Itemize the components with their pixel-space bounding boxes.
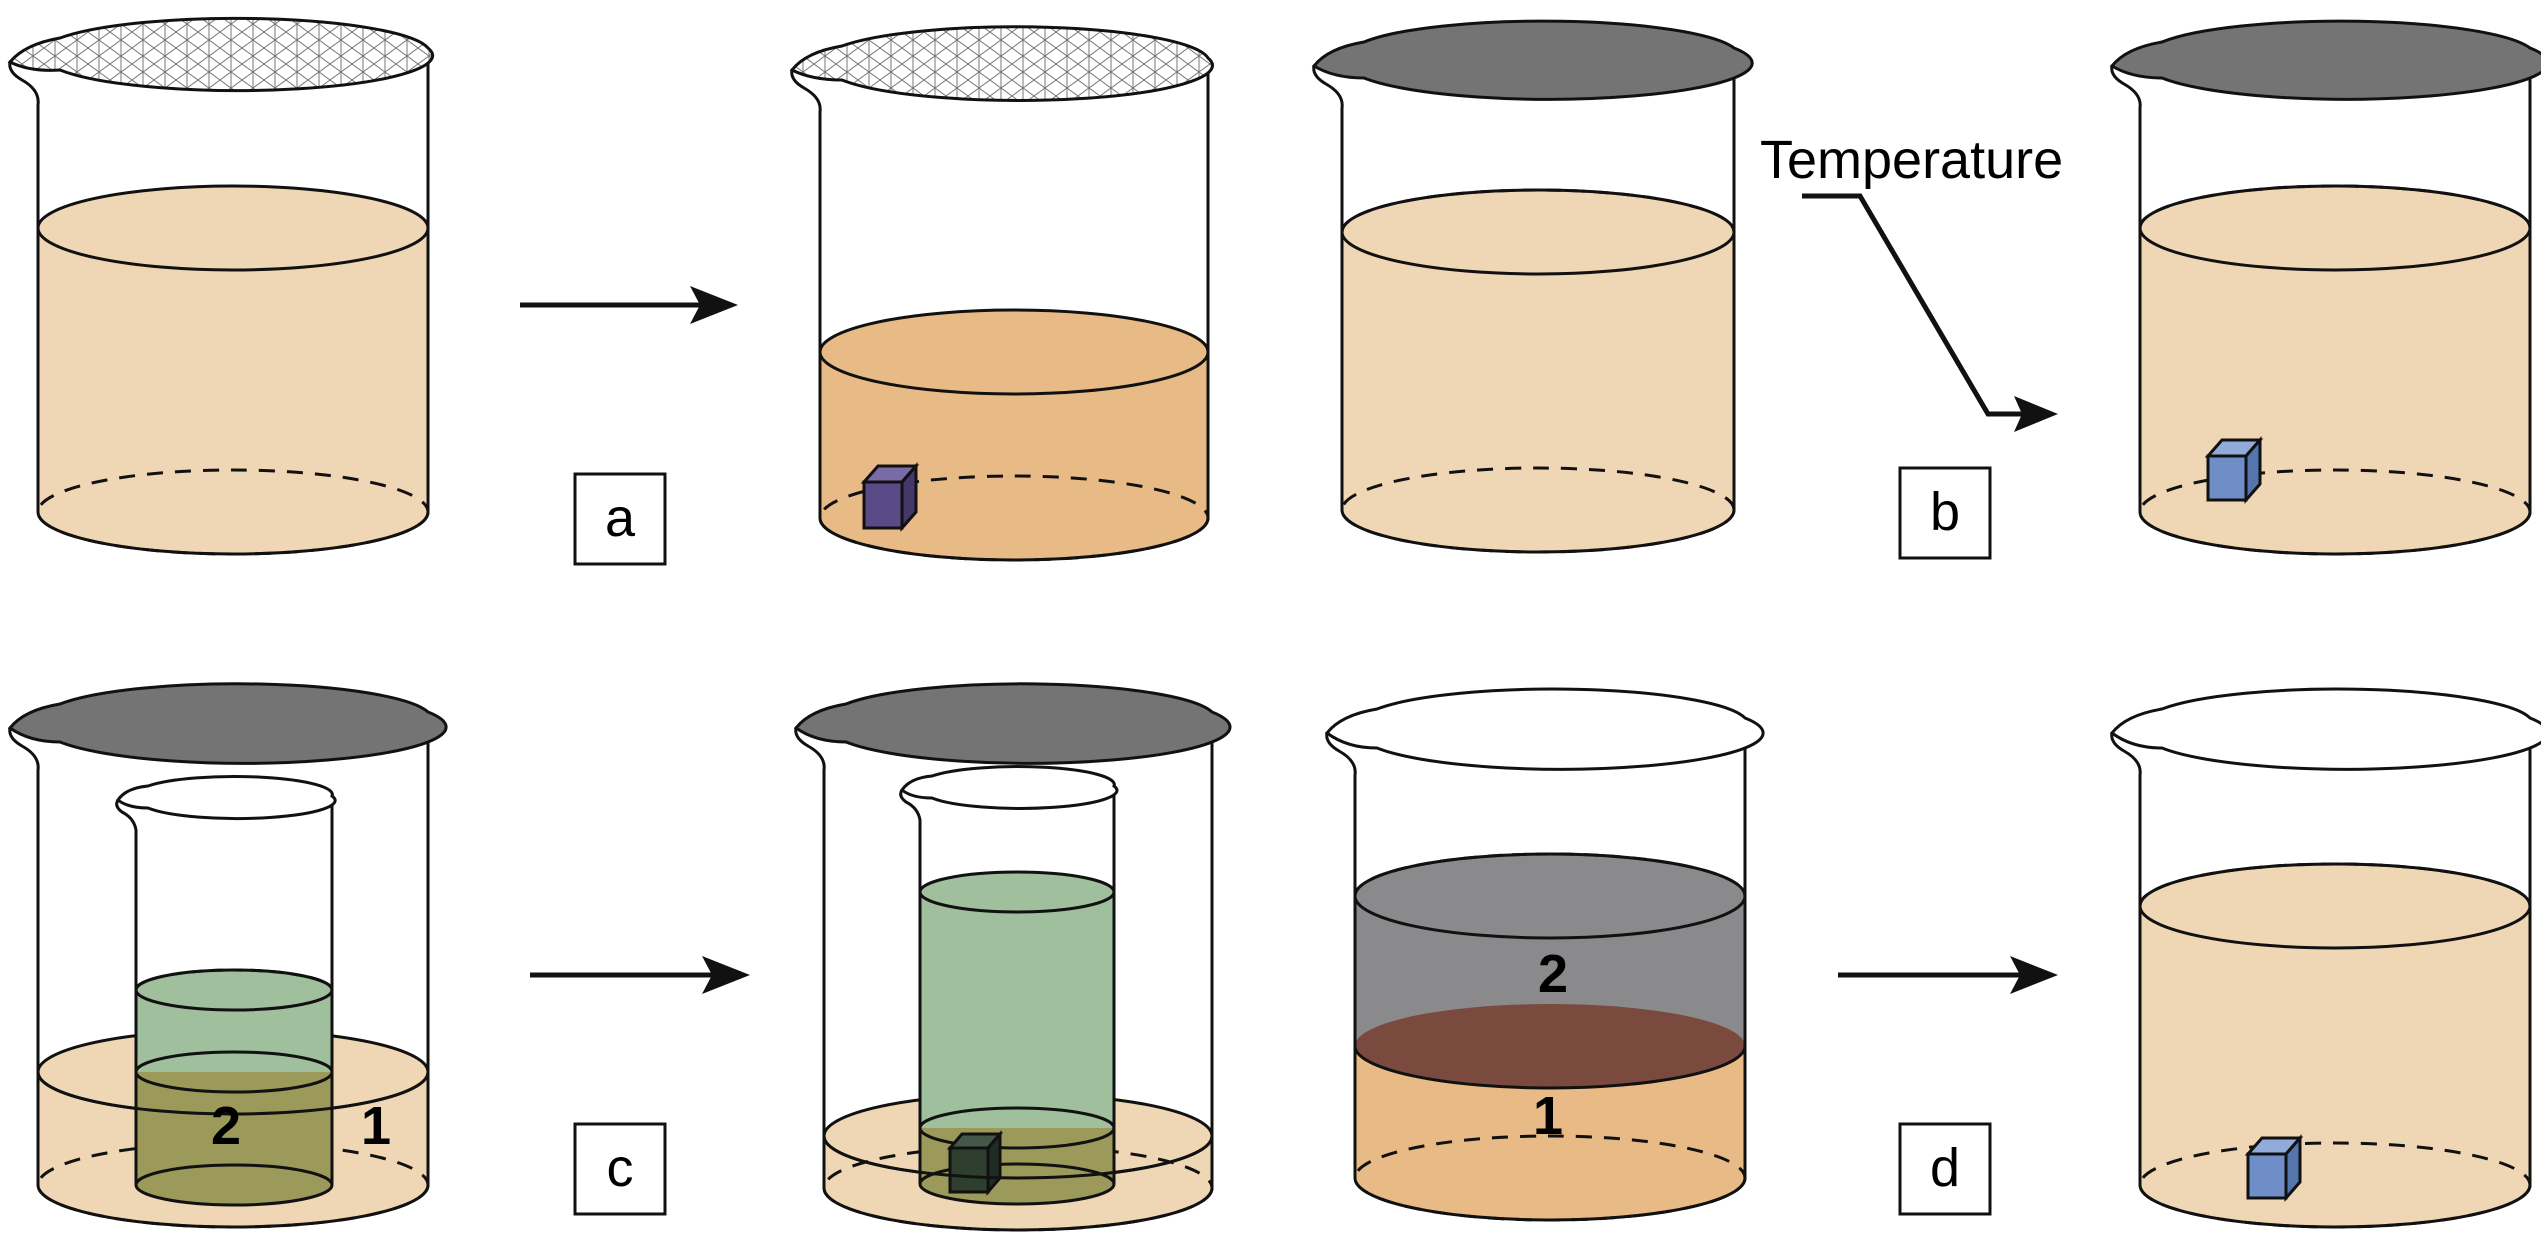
outer-layer-label: 1 (361, 1096, 391, 1156)
outer-bottom-front (36, 1184, 430, 1229)
liquid-surface (818, 308, 1210, 396)
beaker-bottom-front (2138, 511, 2532, 556)
mesh-lid (7, 16, 435, 93)
inner-vessel (899, 765, 1119, 1206)
temperature-label: Temperature (1760, 130, 2063, 190)
inner-walls (115, 796, 334, 1185)
bottom-layer-label: 1 (1533, 1086, 1563, 1146)
beaker-walls (8, 48, 430, 512)
solid-lid (793, 682, 1232, 765)
panel-b-label-box: b (1898, 466, 1992, 560)
liquid-surface-back (2138, 184, 2532, 229)
panel-d-initial-beaker: 2 1 (1324, 687, 1765, 1222)
purple-cube (860, 462, 920, 532)
panel-c-initial-beaker: 2 1 (7, 682, 448, 1229)
temperature-line (1802, 193, 2030, 417)
panel-c-final-beaker (793, 682, 1232, 1232)
panel-d-label-box: d (1898, 1122, 1992, 1216)
beaker-walls (1312, 48, 1736, 510)
panel-d-label: d (1930, 1138, 1960, 1198)
solid-lid (2109, 19, 2541, 101)
panel-a-final-beaker (789, 25, 1214, 562)
outer-surface-front-over (822, 1135, 1214, 1180)
beaker-walls (790, 58, 1210, 518)
panel-c-label-box: c (573, 1122, 667, 1216)
panel-b-initial-beaker (1311, 19, 1754, 554)
solid-lid (7, 682, 448, 765)
arrow-a (520, 286, 738, 324)
panel-d-final-beaker (2109, 687, 2541, 1229)
liquid-body (2140, 228, 2530, 554)
panel-b-final-beaker (2109, 19, 2541, 556)
arrow-b-head (2014, 396, 2058, 432)
dark-cube (946, 1129, 1004, 1197)
liquid-body (2140, 906, 2530, 1227)
interface-surface (1355, 1004, 1745, 1088)
panel-a-label-box: a (573, 472, 667, 566)
inner-rim (899, 765, 1119, 810)
inner-liquid-surface (918, 870, 1116, 914)
beaker-walls (1325, 718, 1747, 1178)
inner-liquid-upper (136, 990, 332, 1072)
panel-c-label: c (607, 1138, 634, 1198)
beaker-walls (794, 712, 1214, 1188)
liquid-surface-back (1340, 188, 1736, 233)
inner-layer-label: 2 (211, 1096, 241, 1156)
beaker-walls (8, 712, 430, 1185)
beaker-walls (2110, 718, 2532, 1185)
upper-surface-back (1353, 852, 1747, 897)
inner-liquid-upper (920, 892, 1114, 1128)
beaker-bottom-front (1340, 509, 1736, 554)
open-rim (1324, 687, 1765, 771)
top-layer-label: 2 (1538, 944, 1568, 1004)
beaker-walls (2110, 48, 2532, 512)
outer-bottom-front (822, 1187, 1214, 1232)
panel-a-initial-beaker (7, 16, 435, 556)
lower-layer-body (1355, 1046, 1745, 1220)
beaker-bottom-front (36, 511, 430, 556)
beaker-bottom-front (2138, 1184, 2532, 1229)
liquid-surface (36, 184, 430, 272)
inner-vessel (115, 775, 337, 1207)
panel-b-label: b (1930, 482, 1960, 542)
liquid-body (1342, 232, 1734, 552)
liquid-body (38, 228, 428, 554)
inner-liquid-lower (136, 1072, 332, 1205)
open-rim (2109, 687, 2541, 771)
blue-cube (2204, 436, 2264, 504)
temperature-annotation: Temperature (1760, 130, 2063, 432)
mesh-lid (789, 25, 1214, 102)
inner-rim (115, 775, 337, 821)
liquid-surface-back (2138, 862, 2532, 907)
arrow-d (1838, 956, 2058, 994)
beaker-bottom-front (818, 517, 1210, 562)
inner-surface-back (134, 968, 334, 991)
arrow-c (530, 956, 750, 994)
interface-front (1353, 1045, 1747, 1090)
solid-lid (1311, 19, 1754, 101)
blue-cube (2244, 1134, 2304, 1202)
beaker-bottom-front (1353, 1177, 1747, 1222)
panel-a-label: a (605, 488, 636, 548)
outer-surface-front-over (36, 1071, 430, 1116)
inner-walls (899, 786, 1116, 1184)
